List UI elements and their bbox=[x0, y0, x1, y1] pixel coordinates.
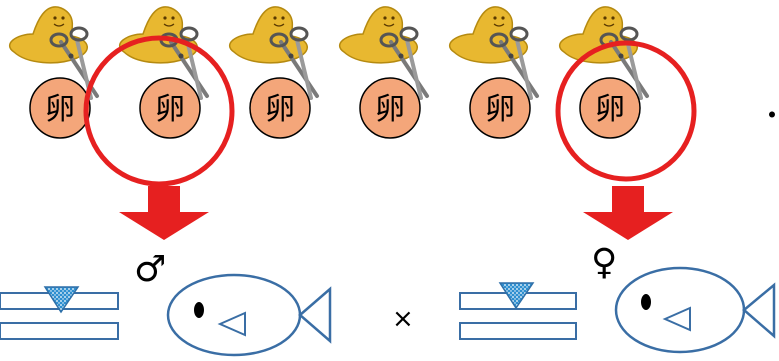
down-arrow-left bbox=[119, 186, 209, 240]
mascot-eye-icon bbox=[171, 16, 174, 19]
female-symbol: ♀ bbox=[591, 242, 617, 283]
fish-male bbox=[168, 275, 330, 355]
slide-male bbox=[0, 287, 118, 339]
mascot-eye-icon bbox=[501, 16, 504, 19]
mascot-eye-icon bbox=[53, 16, 56, 19]
mascot-blob-icon bbox=[230, 7, 308, 63]
down-arrow-right bbox=[583, 186, 673, 240]
fish-female bbox=[616, 268, 774, 352]
mascot-eye-icon bbox=[61, 16, 64, 19]
mascot-eye-icon bbox=[611, 16, 614, 19]
egg-unit: 卵 bbox=[230, 7, 317, 138]
mascot-eye-icon bbox=[493, 16, 496, 19]
mascot-blob-icon bbox=[10, 7, 88, 63]
mascot-eye-icon bbox=[603, 16, 606, 19]
mascot-eye-icon bbox=[273, 16, 276, 19]
mascot-eye-icon bbox=[163, 16, 166, 19]
egg-label: 卵 bbox=[485, 92, 515, 127]
mascot-blob-icon bbox=[450, 7, 528, 63]
mascot-eye-icon bbox=[383, 16, 386, 19]
egg-label: 卵 bbox=[375, 92, 405, 127]
egg-label: 卵 bbox=[45, 92, 75, 127]
slide-female bbox=[460, 283, 576, 339]
male-symbol: ♂ bbox=[134, 249, 166, 290]
mascot-blob-icon bbox=[120, 7, 198, 63]
bullet-mark: ・ bbox=[758, 99, 779, 132]
egg-label: 卵 bbox=[155, 92, 185, 127]
cross-symbol: × bbox=[392, 304, 414, 334]
egg-unit: 卵 bbox=[120, 7, 207, 138]
fish-eye-icon bbox=[194, 302, 204, 318]
egg-unit: 卵 bbox=[450, 7, 537, 138]
egg-label: 卵 bbox=[265, 92, 295, 127]
egg-row: 卵卵卵卵卵卵 bbox=[10, 7, 647, 138]
fish-eye-icon bbox=[641, 294, 651, 310]
mascot-eye-icon bbox=[391, 16, 394, 19]
mascot-blob-icon bbox=[560, 7, 638, 63]
mascot-blob-icon bbox=[340, 7, 418, 63]
mascot-eye-icon bbox=[281, 16, 284, 19]
egg-label: 卵 bbox=[595, 92, 625, 127]
egg-unit: 卵 bbox=[340, 7, 427, 138]
